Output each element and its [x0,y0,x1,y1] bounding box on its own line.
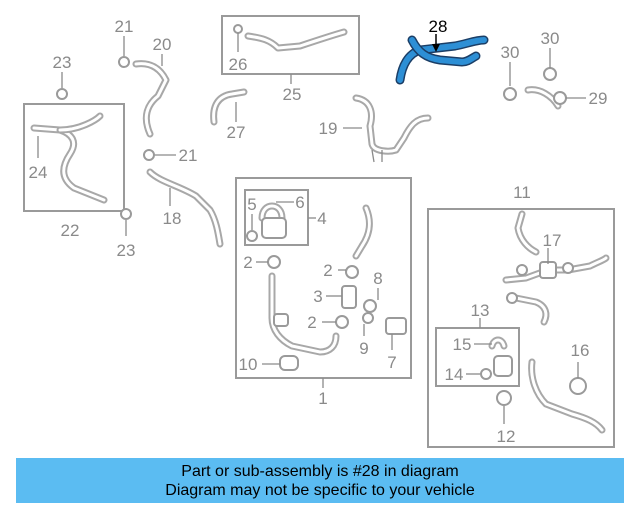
callout-16: 16 [571,341,590,360]
callout-19: 19 [319,119,338,138]
callout-25: 25 [283,85,302,104]
part-23-clamp-top [56,88,68,100]
callout-2-top: 2 [243,253,252,272]
banner-line-2: Diagram may not be specific to your vehi… [165,481,475,499]
callout-7: 7 [387,353,396,372]
part-4-hose [352,204,373,260]
part-11-pipes [502,210,610,326]
part-30-clamp-left [503,87,517,101]
part-26-clamp [233,24,243,34]
parts-diagram: 1 2 2 2 3 4 5 6 7 8 9 10 11 12 13 14 15 … [23,15,615,448]
part-27-hose [210,88,248,126]
callout-8: 8 [373,269,382,288]
part-1-pipe [267,255,340,356]
group-box-22 [23,103,125,212]
part-12-clamp [496,390,512,406]
callout-27: 27 [227,123,246,142]
callout-14: 14 [445,365,464,384]
callout-21-mid: 21 [179,146,198,165]
callout-30-right: 30 [541,29,560,48]
callout-3: 3 [313,287,322,306]
part-18-pipe [146,168,224,248]
part-7-8-9-sensor [362,299,407,335]
part-16-hose [528,358,606,434]
part-21-clamp-mid [143,149,155,161]
part-23-clamp-bottom [120,208,132,220]
part-24-hose [30,112,108,204]
callout-20: 20 [153,35,172,54]
callout-10: 10 [239,355,258,374]
banner-line-1: Part or sub-assembly is #28 in diagram [181,462,459,480]
callout-23-bottom: 23 [117,241,136,260]
part-21-clamp-top [118,56,130,68]
part-29-hose [524,86,567,110]
callout-30-left: 30 [501,43,520,62]
callout-22: 22 [61,221,80,240]
part-20-hose [132,60,170,138]
callout-21-top: 21 [115,17,134,36]
group-box-13 [435,327,520,387]
callout-29: 29 [589,89,608,108]
callout-9: 9 [359,339,368,358]
callout-17: 17 [543,231,562,250]
part-14-15-thermostat [480,336,513,380]
callout-13: 13 [471,301,490,320]
part-3-connector [335,265,359,329]
callout-23-top: 23 [53,53,72,72]
part-19-hose [352,94,432,163]
callout-1: 1 [318,389,327,408]
part-10-cap [279,355,299,371]
part-25-hose [244,28,348,52]
part-5-6-thermostat [246,202,287,242]
callout-18: 18 [163,209,182,228]
callout-2-mid: 2 [323,261,332,280]
callout-15: 15 [453,335,472,354]
callout-12: 12 [497,427,516,446]
callout-28: 28 [429,17,448,36]
callout-6: 6 [295,193,304,212]
callout-5: 5 [247,195,256,214]
part-30-clamp-right [543,67,557,81]
callout-24: 24 [29,163,48,182]
group-box-11 [427,208,615,448]
callout-11: 11 [513,183,531,202]
callout-2-low: 2 [307,313,316,332]
info-banner: Part or sub-assembly is #28 in diagram D… [16,458,624,503]
part-28-hose[interactable] [395,34,489,85]
callout-26: 26 [229,55,248,74]
callout-4: 4 [317,209,326,228]
